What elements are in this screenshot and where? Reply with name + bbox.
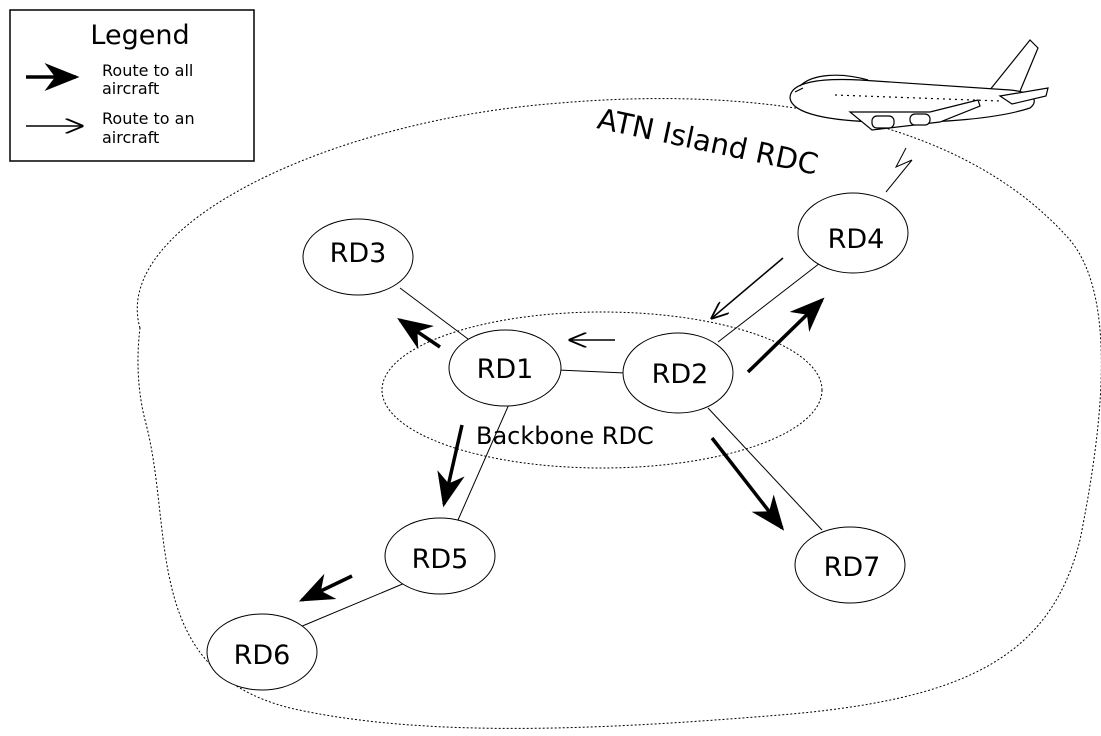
link-rd1-rd5 xyxy=(457,401,511,521)
links xyxy=(299,262,823,628)
link-rd2-rd4 xyxy=(717,262,821,343)
legend-item-thin-line1: Route to an xyxy=(102,109,195,128)
node-rd5: RD5 xyxy=(384,517,496,595)
backbone-boundary xyxy=(381,311,823,469)
link-rd2-rd7 xyxy=(707,407,823,531)
route-arrow-bold-rd1-to-rd5 xyxy=(437,424,465,508)
legend-box xyxy=(9,9,255,162)
backbone-rdc-label: Backbone RDC xyxy=(476,422,654,450)
legend-item-bold-line2: aircraft xyxy=(102,79,159,98)
lightning-link-icon xyxy=(885,147,913,193)
atn-island-boundary xyxy=(136,98,1101,729)
link-rd1-rd3 xyxy=(399,287,469,340)
node-rd2: RD2 xyxy=(622,332,734,414)
node-rd7-label: RD7 xyxy=(824,552,881,583)
node-rd1: RD1 xyxy=(448,329,562,407)
node-rd3-label: RD3 xyxy=(330,238,387,269)
legend-item-thin-line2: aircraft xyxy=(102,128,159,147)
legend-title: Legend xyxy=(90,20,189,51)
node-rd1-label: RD1 xyxy=(477,354,534,385)
route-arrows xyxy=(298,257,825,602)
legend-item-bold-line1: Route to all xyxy=(102,61,193,80)
link-rd5-rd6 xyxy=(299,582,406,628)
node-rd3: RD3 xyxy=(302,218,414,296)
route-arrow-bold-rd2-to-rd7 xyxy=(710,436,785,531)
node-rd6: RD6 xyxy=(206,613,318,691)
legend: Legend Route to all aircraft Route to an… xyxy=(9,9,255,162)
route-arrow-bold-rd5-to-rd6 xyxy=(298,573,353,602)
route-arrow-thin-rd4-to-rd2 xyxy=(712,257,784,318)
node-rd5-label: RD5 xyxy=(412,544,469,575)
airliner-icon xyxy=(789,39,1049,131)
node-rd7: RD7 xyxy=(794,526,906,604)
atn-island-rdc-label: ATN Island RDC xyxy=(595,102,822,182)
node-rd2-label: RD2 xyxy=(652,359,709,390)
route-arrow-bold-rd1-to-rd3 xyxy=(397,318,441,350)
node-rd4-label: RD4 xyxy=(828,224,885,255)
node-rd4: RD4 xyxy=(797,192,909,274)
route-arrow-bold-rd2-to-rd4 xyxy=(746,297,825,374)
link-rd1-rd2 xyxy=(557,369,626,374)
node-rd6-label: RD6 xyxy=(234,640,291,671)
